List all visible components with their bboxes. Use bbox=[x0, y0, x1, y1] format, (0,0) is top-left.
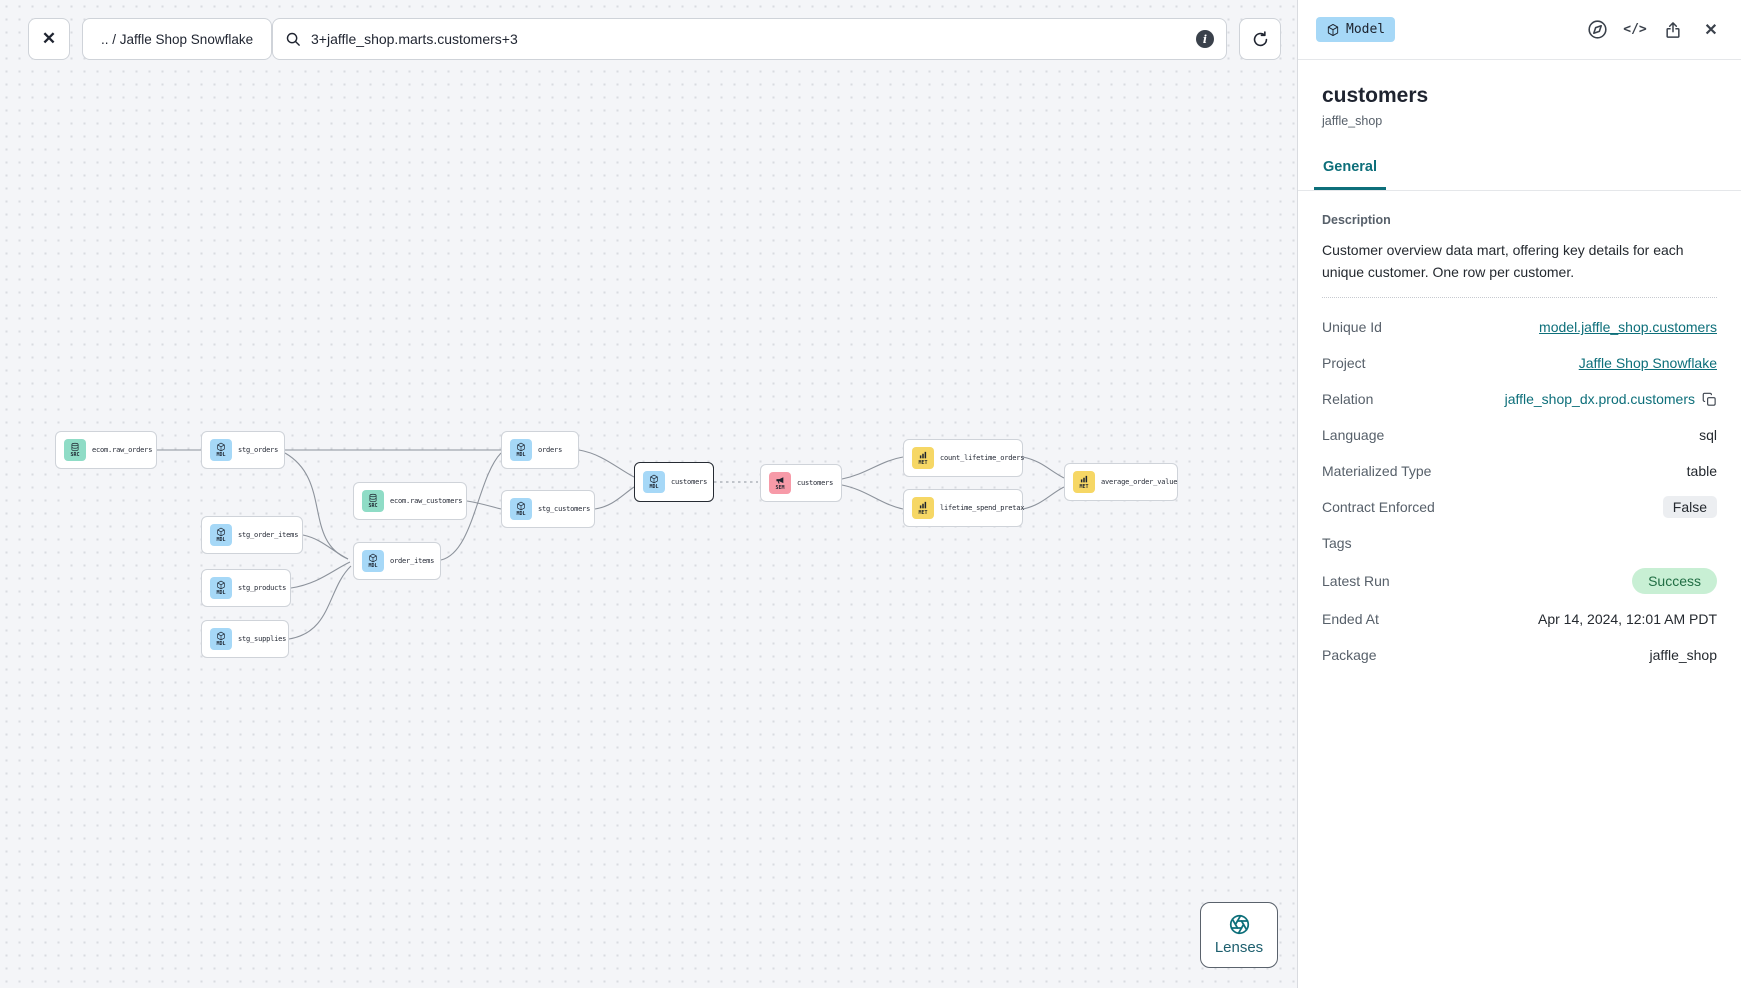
share-button[interactable] bbox=[1661, 18, 1685, 42]
metric-node-icon: MET bbox=[1073, 471, 1095, 493]
copy-icon bbox=[1702, 392, 1716, 406]
model-node-icon: MDL bbox=[510, 498, 532, 520]
unique-id-link[interactable]: model.jaffle_shop.customers bbox=[1539, 319, 1717, 335]
graph-node-orders[interactable]: MDL orders bbox=[501, 431, 579, 469]
field-row-contract-enforced: Contract Enforced False bbox=[1322, 496, 1717, 518]
search-input[interactable] bbox=[311, 31, 1187, 47]
model-node-icon: MDL bbox=[210, 628, 232, 650]
graph-node-stg-order-items[interactable]: MDL stg_order_items bbox=[201, 516, 303, 554]
close-icon: ✕ bbox=[1704, 21, 1718, 39]
close-panel-button[interactable]: ✕ bbox=[1699, 18, 1723, 42]
details-panel: Model </> ✕ customers jaffle_shop Genera… bbox=[1297, 0, 1741, 988]
field-row-package: Package jaffle_shop bbox=[1322, 647, 1717, 663]
language-value: sql bbox=[1699, 427, 1717, 443]
graph-node-ecom-raw-customers[interactable]: SRC ecom.raw_customers bbox=[353, 482, 467, 520]
lineage-search: i bbox=[272, 18, 1227, 60]
field-row-relation: Relation jaffle_shop_dx.prod.customers bbox=[1322, 388, 1717, 410]
field-row-materialized-type: Materialized Type table bbox=[1322, 463, 1717, 479]
model-node-icon: MDL bbox=[210, 439, 232, 461]
semantic-node-icon: SEM bbox=[769, 472, 791, 494]
close-icon: ✕ bbox=[41, 29, 57, 48]
lenses-label: Lenses bbox=[1214, 939, 1264, 956]
metric-node-icon: MET bbox=[912, 447, 934, 469]
tab-general[interactable]: General bbox=[1314, 159, 1386, 190]
materialized-type-value: table bbox=[1686, 463, 1717, 479]
graph-node-customers-selected[interactable]: MDL customers bbox=[634, 462, 714, 502]
resource-type-badge: Model bbox=[1316, 17, 1396, 42]
contract-enforced-chip: False bbox=[1662, 496, 1717, 518]
graph-node-stg-products[interactable]: MDL stg_products bbox=[201, 569, 291, 607]
graph-node-customers-semantic[interactable]: SEM customers bbox=[760, 464, 842, 502]
info-icon[interactable]: i bbox=[1196, 30, 1214, 48]
breadcrumb[interactable]: .. / Jaffle Shop Snowflake bbox=[82, 18, 273, 60]
graph-node-order-items[interactable]: MDL order_items bbox=[353, 542, 441, 580]
refresh-icon bbox=[1253, 30, 1267, 46]
cube-icon bbox=[1327, 23, 1339, 36]
metric-node-icon: MET bbox=[912, 497, 934, 519]
view-code-button[interactable]: </> bbox=[1623, 18, 1647, 42]
compass-icon bbox=[1587, 20, 1607, 39]
code-icon: </> bbox=[1623, 22, 1647, 37]
divider bbox=[1322, 297, 1717, 298]
description-heading: Description bbox=[1322, 213, 1391, 227]
graph-node-stg-orders[interactable]: MDL stg_orders bbox=[201, 431, 285, 469]
explore-button[interactable] bbox=[1585, 18, 1609, 42]
model-node-icon: MDL bbox=[210, 577, 232, 599]
lenses-button[interactable]: Lenses bbox=[1200, 902, 1278, 968]
panel-header: Model </> ✕ bbox=[1298, 0, 1741, 60]
graph-node-ecom-raw-orders[interactable]: SRC ecom.raw_orders bbox=[55, 431, 157, 469]
model-node-icon: MDL bbox=[510, 439, 532, 461]
graph-node-lifetime-spend-pretax[interactable]: MET lifetime_spend_pretax bbox=[903, 489, 1025, 527]
field-row-tags: Tags bbox=[1322, 535, 1352, 551]
search-icon bbox=[286, 32, 300, 46]
panel-tabs: General bbox=[1298, 158, 1741, 191]
copy-button[interactable] bbox=[1702, 392, 1717, 407]
field-row-language: Language sql bbox=[1322, 427, 1717, 443]
model-node-icon: MDL bbox=[210, 524, 232, 546]
ended-at-value: Apr 14, 2024, 12:01 AM PDT bbox=[1538, 611, 1717, 627]
graph-node-stg-supplies[interactable]: MDL stg_supplies bbox=[201, 620, 289, 658]
field-row-unique-id: Unique Id model.jaffle_shop.customers bbox=[1322, 319, 1717, 335]
graph-node-average-order-value[interactable]: MET average_order_value bbox=[1064, 463, 1178, 501]
aperture-icon bbox=[1229, 914, 1249, 935]
relation-value: jaffle_shop_dx.prod.customers bbox=[1504, 391, 1695, 407]
package-value: jaffle_shop bbox=[1649, 647, 1717, 663]
field-row-ended-at: Ended At Apr 14, 2024, 12:01 AM PDT bbox=[1322, 611, 1717, 627]
close-graph-button[interactable]: ✕ bbox=[28, 18, 70, 60]
project-link[interactable]: Jaffle Shop Snowflake bbox=[1578, 355, 1717, 371]
package-subtitle: jaffle_shop bbox=[1322, 114, 1383, 128]
graph-node-stg-customers[interactable]: MDL stg_customers bbox=[501, 490, 595, 528]
field-row-project: Project Jaffle Shop Snowflake bbox=[1322, 355, 1717, 371]
share-icon bbox=[1666, 21, 1680, 38]
page-title: customers bbox=[1322, 84, 1429, 107]
model-node-icon: MDL bbox=[362, 550, 384, 572]
description-text: Customer overview data mart, offering ke… bbox=[1322, 242, 1684, 280]
field-row-latest-run: Latest Run Success bbox=[1322, 568, 1717, 594]
model-node-icon: MDL bbox=[643, 471, 665, 493]
status-badge: Success bbox=[1632, 568, 1717, 594]
refresh-button[interactable] bbox=[1239, 18, 1281, 60]
graph-node-count-lifetime-orders[interactable]: MET count_lifetime_orders bbox=[903, 439, 1025, 477]
source-node-icon: SRC bbox=[64, 439, 86, 461]
source-node-icon: SRC bbox=[362, 490, 384, 512]
